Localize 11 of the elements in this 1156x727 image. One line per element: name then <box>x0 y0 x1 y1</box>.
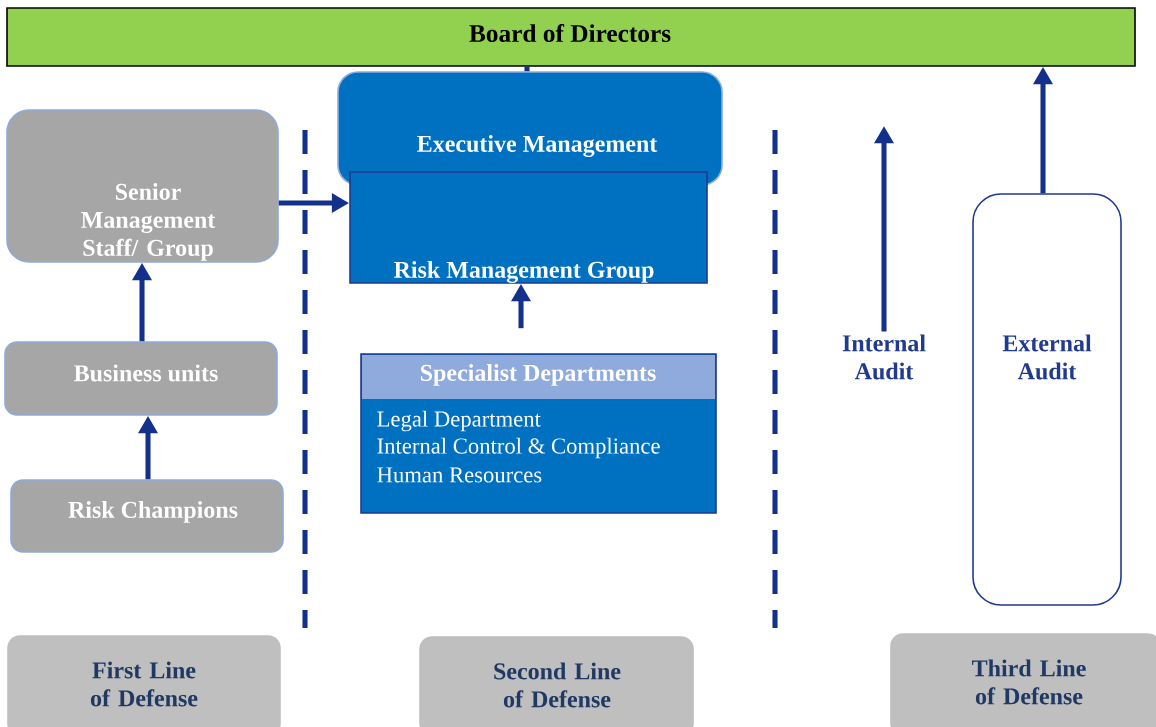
line-of-defense-box: Second Line of Defense <box>419 636 694 727</box>
title-bar: Board of Directors <box>6 7 1136 67</box>
audit-label: Internal Audit <box>842 334 926 380</box>
process-box: Risk Champions <box>10 479 284 553</box>
process-box: Business units <box>4 341 278 416</box>
process-box: Risk Management Group <box>349 171 708 284</box>
line-of-defense-box: Third Line of Defense <box>890 633 1156 727</box>
audit-box: External Audit <box>972 193 1122 606</box>
line-of-defense-box: First Line of Defense <box>7 635 281 727</box>
process-box: Senior Management Staff/ Group <box>6 109 279 263</box>
department-box: Specialist Departments Legal Department Internal Control & Compliance Human Resources <box>360 353 717 514</box>
